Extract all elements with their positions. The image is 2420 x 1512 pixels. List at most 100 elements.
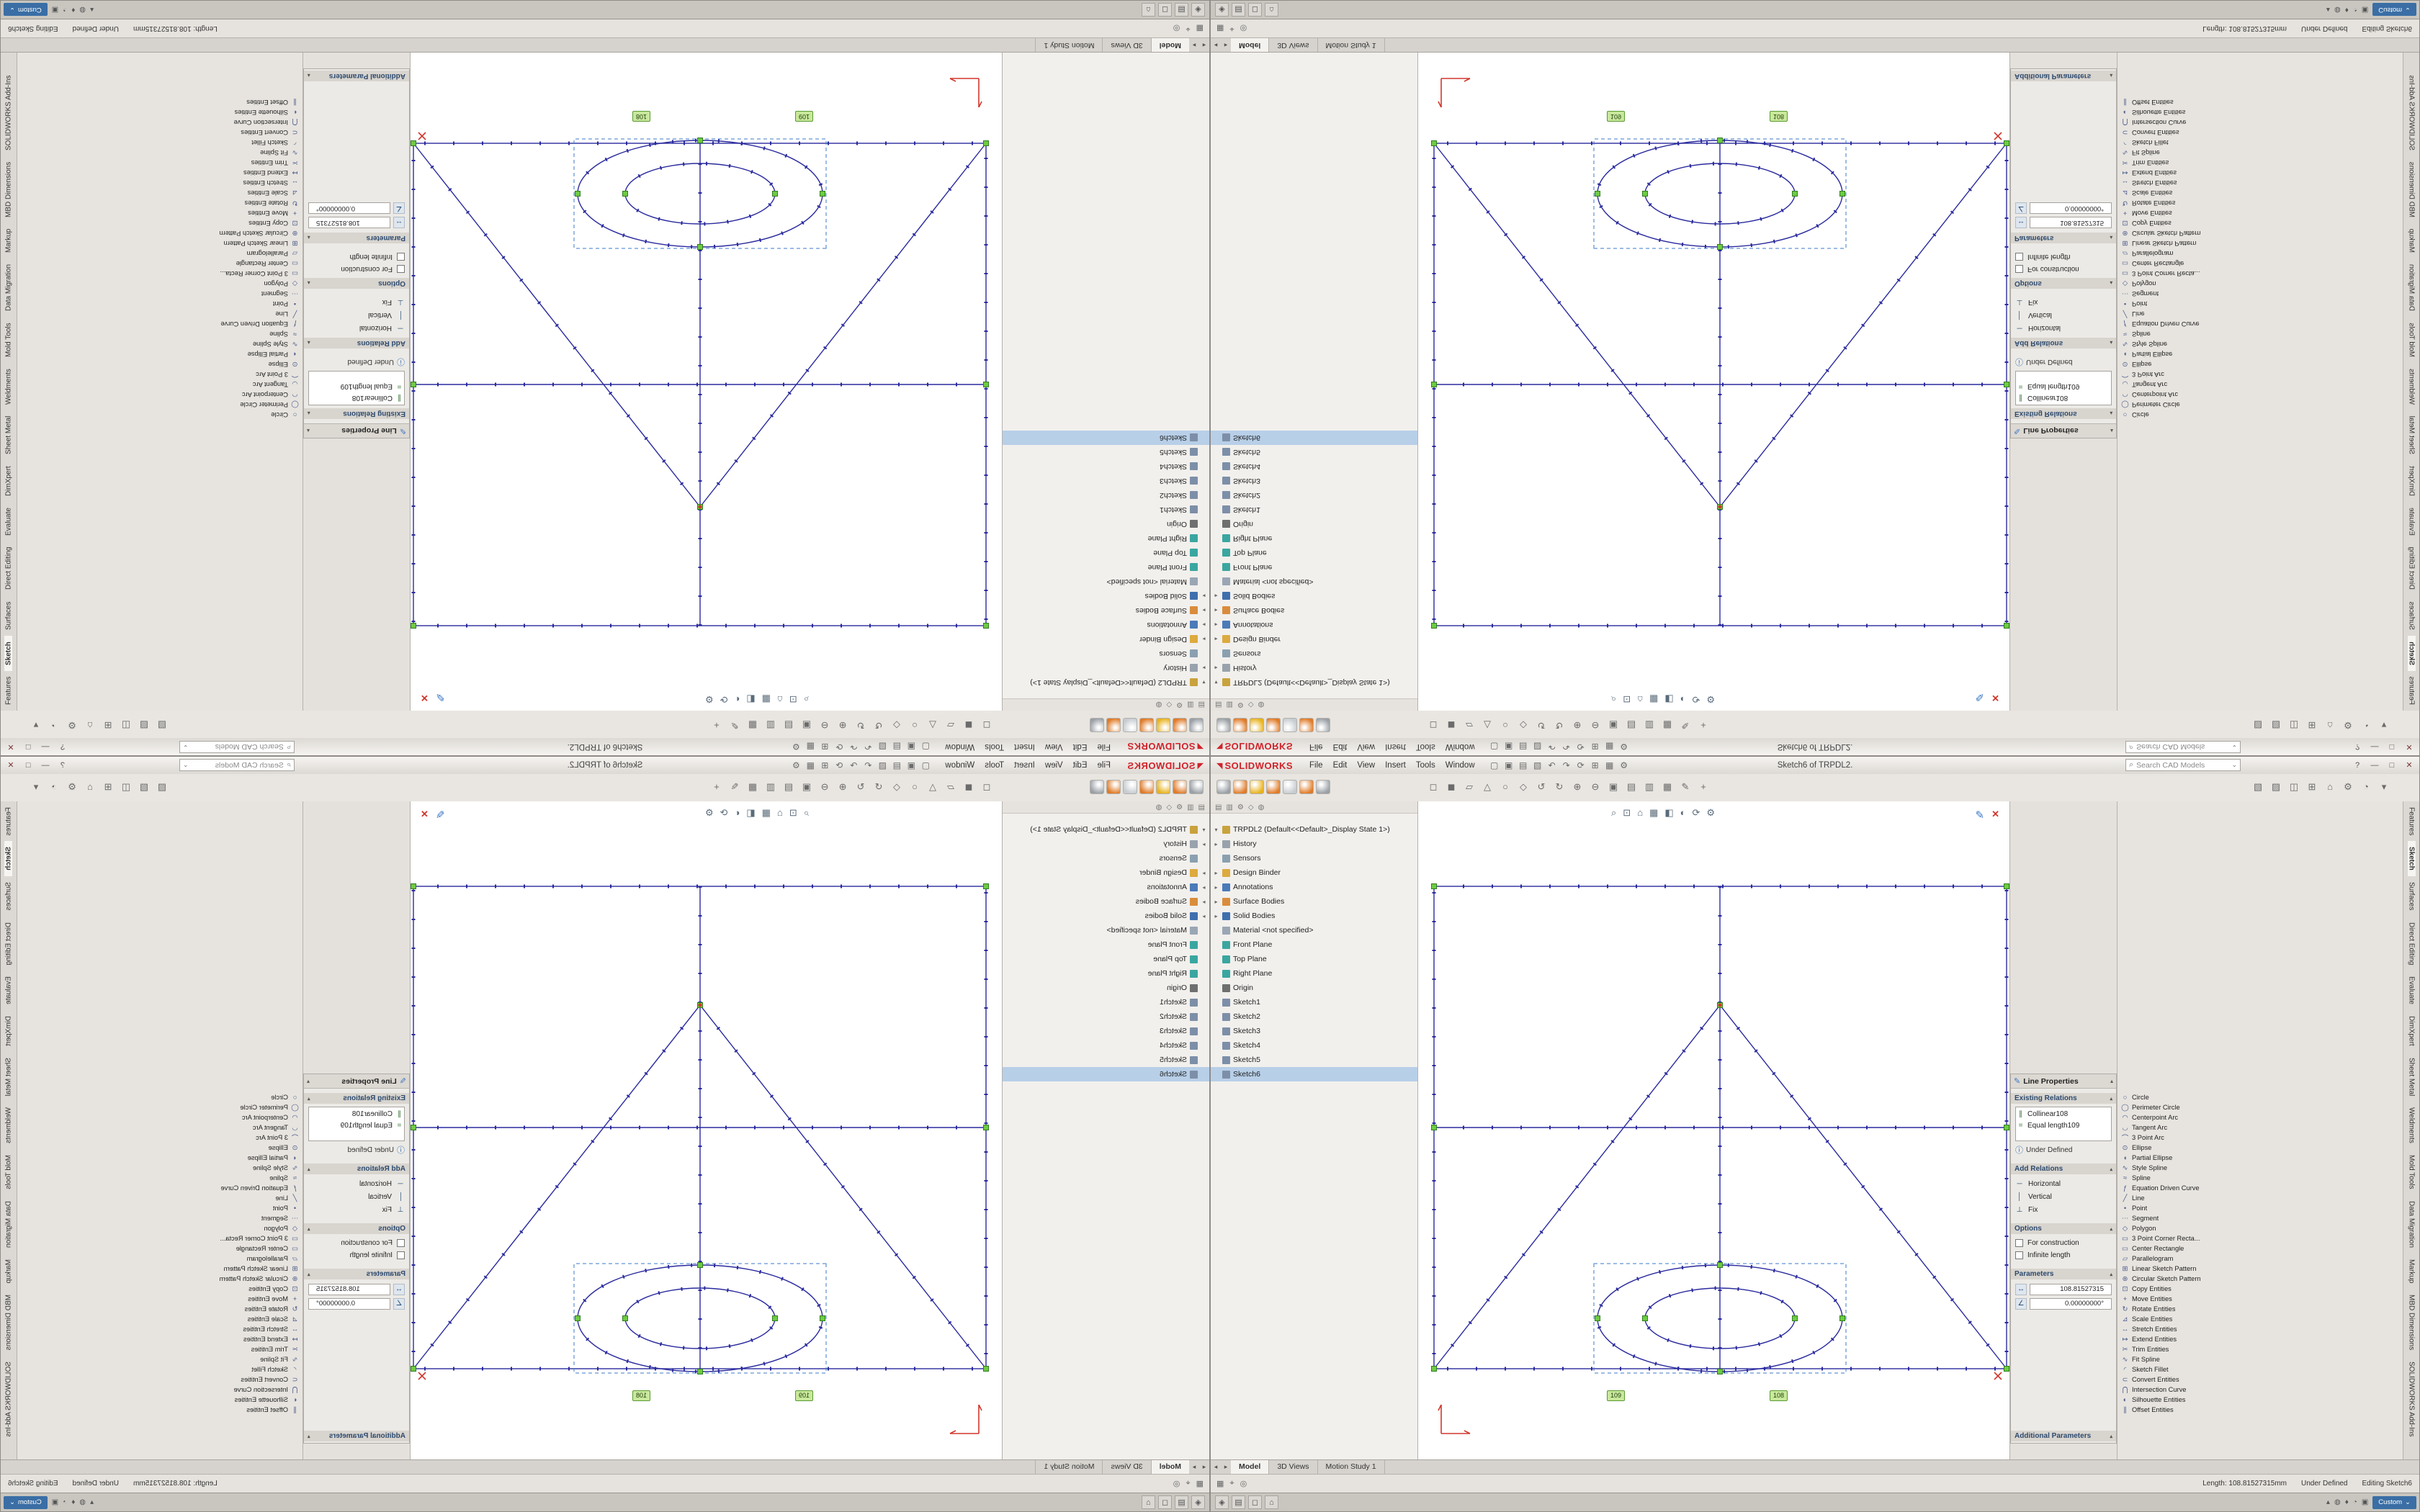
checkbox[interactable] xyxy=(397,1251,405,1259)
commandmanager-tab[interactable]: Direct Editing xyxy=(4,546,13,590)
toolbar-icon[interactable]: ◔ xyxy=(2363,720,2369,731)
commandmanager-tab[interactable]: Direct Editing xyxy=(2407,546,2416,590)
checkbox[interactable] xyxy=(2015,265,2023,273)
toolbar-icon[interactable]: ◼ xyxy=(1447,720,1456,731)
commandmanager-tab[interactable]: Sheet Metal xyxy=(4,415,13,455)
sphere-toolbar-icon[interactable] xyxy=(1316,718,1330,732)
existing-relations-header[interactable]: Existing Relations ▴ xyxy=(2011,408,2116,419)
add-relation-button[interactable]: ⊥ Fix xyxy=(2015,296,2112,309)
document-tab[interactable]: Motion Study 1 xyxy=(1035,1460,1103,1474)
sketch-tool-button[interactable]: ƒ Equation Driven Curve xyxy=(2121,1183,2222,1193)
view-toolbar-icon[interactable]: ▦ xyxy=(1649,807,1659,818)
sphere-toolbar-icon[interactable] xyxy=(1233,780,1247,794)
menu-item[interactable]: Edit xyxy=(1072,761,1088,770)
sketch-tool-button[interactable]: ≈ Spline xyxy=(198,329,299,339)
tab-scroll-right-icon[interactable]: ▸ xyxy=(1224,42,1228,49)
add-relation-button[interactable]: ⊥ Fix xyxy=(2015,1203,2112,1216)
commandmanager-tab[interactable]: Sketch xyxy=(2407,635,2416,671)
commandmanager-tab[interactable]: Weldments xyxy=(2407,1107,2416,1144)
sketch-tool-button[interactable]: ▭ Center Rectangle xyxy=(198,1243,299,1254)
toolbar-icon[interactable]: ▥ xyxy=(1644,720,1654,731)
sketch-edit-icon[interactable]: ✎ xyxy=(1975,690,1985,703)
view-toolbar-icon[interactable]: ⟳ xyxy=(720,807,728,818)
commandmanager-tab[interactable]: Weldments xyxy=(4,1107,13,1144)
sketch-tool-button[interactable]: ▱ Parallelogram xyxy=(198,248,299,258)
commandmanager-tab[interactable]: Evaluate xyxy=(2407,976,2416,1005)
menubar-toolbar-icon[interactable]: ▧ xyxy=(878,760,887,770)
sketch-tool-button[interactable]: ⊂ Convert Entities xyxy=(2121,1374,2222,1385)
sketch-tool-button[interactable]: ◖ Partial Ellipse xyxy=(2121,349,2222,359)
sketch-tool-button[interactable]: ▭ Center Rectangle xyxy=(2121,1243,2222,1254)
view-toolbar-icon[interactable]: ◐ xyxy=(734,694,740,705)
view-toolbar-icon[interactable]: ◐ xyxy=(734,807,740,818)
tree-item[interactable]: Material <not specified> xyxy=(1211,923,1417,937)
commandmanager-tab[interactable]: DimXpert xyxy=(4,1016,13,1046)
taskbar-app-icon[interactable]: ◈ xyxy=(1215,1495,1229,1509)
toolbar-icon[interactable]: ▨ xyxy=(2271,720,2281,731)
menubar-toolbar-icon[interactable]: ↶ xyxy=(1548,760,1556,770)
parameters-header[interactable]: Parameters ▴ xyxy=(304,1269,409,1279)
sketch-tool-button[interactable]: ◯ Perimeter Circle xyxy=(198,1102,299,1112)
expander-icon[interactable]: ▾ xyxy=(1214,826,1218,833)
tray-icon[interactable]: ▴ xyxy=(90,6,94,14)
menubar-toolbar-icon[interactable]: ▣ xyxy=(907,742,916,752)
menu-item[interactable]: Insert xyxy=(1014,742,1035,751)
tree-item[interactable]: Origin xyxy=(1211,981,1417,995)
menubar-toolbar-icon[interactable]: ⊞ xyxy=(1591,742,1599,752)
sphere-toolbar-icon[interactable] xyxy=(1173,780,1187,794)
view-toolbar-icon[interactable]: ⌕ xyxy=(803,694,809,705)
sketch-tool-button[interactable]: ⊡ Copy Entities xyxy=(2121,1284,2222,1294)
sketch-tool-button[interactable]: ⊛ Circular Sketch Pattern xyxy=(198,228,299,238)
sketch-tool-button[interactable]: ⊡ Copy Entities xyxy=(198,218,299,228)
tree-item[interactable]: Sketch6 xyxy=(1003,431,1209,445)
commandmanager-tab[interactable]: Surfaces xyxy=(4,882,13,911)
toolbar-icon[interactable]: ⊖ xyxy=(820,781,829,792)
sketch-tool-button[interactable]: ↔ Stretch Entities xyxy=(198,1324,299,1334)
help-button[interactable]: ? xyxy=(60,761,66,770)
toolbar-icon[interactable]: ⚙ xyxy=(2344,720,2352,731)
menu-item[interactable]: Tools xyxy=(985,761,1005,770)
toolbar-icon[interactable]: ◻ xyxy=(1429,720,1438,731)
status-bar-icon[interactable]: ▦ xyxy=(1216,1480,1224,1488)
document-tab[interactable]: Model xyxy=(1150,1460,1189,1474)
tree-item[interactable]: Sensors xyxy=(1003,851,1209,865)
cancel-sketch-icon[interactable]: ✕ xyxy=(1991,693,1999,703)
toolbar-icon[interactable]: ⚙ xyxy=(68,781,76,792)
search-input[interactable]: Search CAD Models xyxy=(215,760,284,770)
sphere-toolbar-icon[interactable] xyxy=(1173,718,1187,732)
tree-item[interactable]: ▸ Surface Bodies xyxy=(1211,603,1417,618)
toolbar-icon[interactable]: ⊖ xyxy=(1591,781,1600,792)
status-bar-icon[interactable]: ◎ xyxy=(1173,24,1180,32)
tree-item[interactable]: Top Plane xyxy=(1211,952,1417,966)
commandmanager-tab[interactable]: Sketch xyxy=(2407,841,2416,877)
status-bar-icon[interactable]: ▦ xyxy=(1216,24,1224,32)
toolbar-icon[interactable]: ▾ xyxy=(33,720,39,731)
tree-item[interactable]: Sketch3 xyxy=(1003,474,1209,488)
expander-icon[interactable]: ▸ xyxy=(1214,593,1218,600)
featuremanager-tab-icon[interactable]: ◍ xyxy=(1155,803,1162,811)
toolbar-icon[interactable]: ▣ xyxy=(802,720,812,731)
toolbar-icon[interactable]: △ xyxy=(929,720,936,731)
sphere-toolbar-icon[interactable] xyxy=(1299,718,1314,732)
search-dropdown-icon[interactable]: ⌄ xyxy=(2231,744,2237,751)
search-dropdown-icon[interactable]: ⌄ xyxy=(183,761,189,768)
search-box[interactable]: ⌕ Search CAD Models ⌄ xyxy=(2125,759,2241,771)
status-bar-icon[interactable]: ◎ xyxy=(1240,1480,1247,1488)
tree-item[interactable]: Sketch5 xyxy=(1211,445,1417,459)
tray-icon[interactable]: ◔ xyxy=(63,6,68,14)
parameter-value-field[interactable]: 0.00000000° xyxy=(2030,1298,2112,1310)
tray-icon[interactable]: ▴ xyxy=(2326,1498,2330,1506)
sketch-tool-button[interactable]: ↦ Extend Entities xyxy=(2121,1334,2222,1344)
commandmanager-tab[interactable]: Mold Tools xyxy=(2407,323,2416,357)
minimize-button[interactable]: — xyxy=(41,761,50,770)
toolbar-icon[interactable]: ◫ xyxy=(121,781,131,792)
sketch-tool-button[interactable]: ◯ Perimeter Circle xyxy=(198,400,299,410)
sketch-tool-button[interactable]: ⊙ Ellipse xyxy=(198,359,299,369)
sketch-tool-button[interactable]: ◡ Tangent Arc xyxy=(198,379,299,390)
toolbar-icon[interactable]: △ xyxy=(929,781,936,792)
status-bar-icon[interactable]: ⌖ xyxy=(1186,1479,1191,1488)
tree-item[interactable]: ▸ Annotations xyxy=(1003,880,1209,894)
tab-scroll-right-icon[interactable]: ▸ xyxy=(1192,42,1196,49)
units-selector[interactable]: Custom ⌄ xyxy=(2372,1495,2416,1509)
relation-tag-collinear[interactable]: 108 xyxy=(1770,111,1788,122)
